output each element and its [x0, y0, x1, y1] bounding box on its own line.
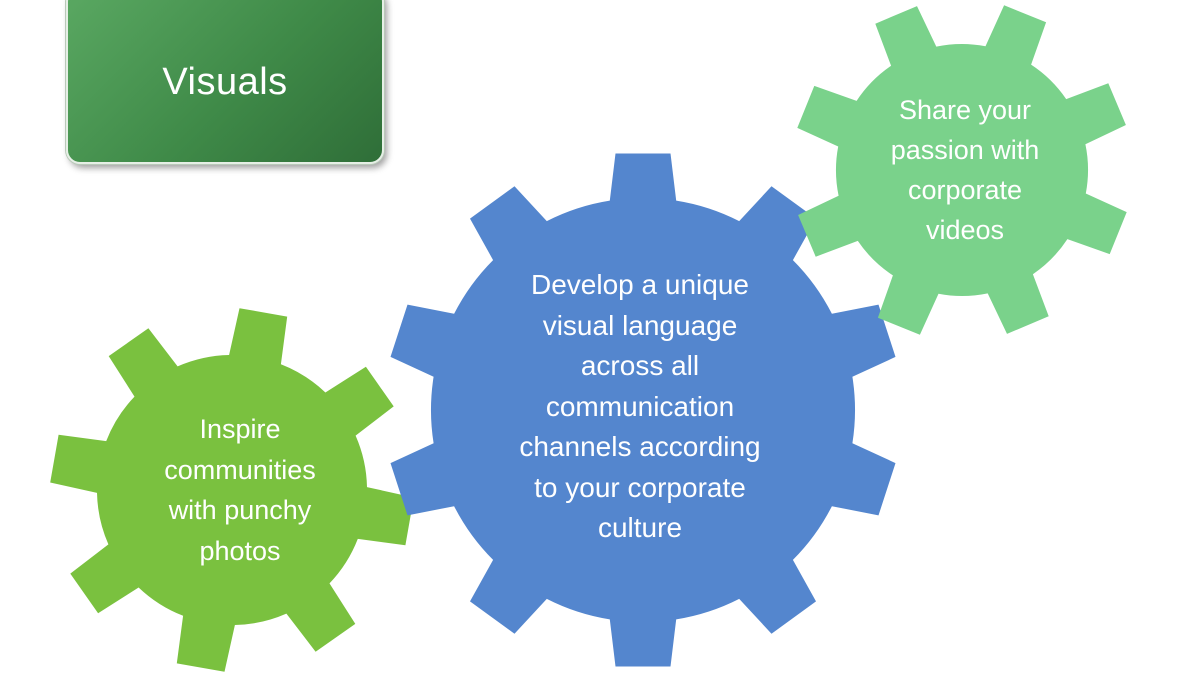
gear-inspire-label: Inspire communities with punchy photos — [164, 414, 316, 566]
gear-inspire-shape — [50, 308, 414, 672]
title-box: Visuals — [66, 0, 384, 164]
gear-share-label: Share your passion with corporate videos — [890, 95, 1040, 245]
gear-share-shape — [797, 5, 1127, 335]
title-text: Visuals — [162, 60, 288, 103]
gear-develop-shape — [390, 153, 896, 667]
gear-develop-label: Develop a unique visual language across … — [519, 269, 761, 544]
